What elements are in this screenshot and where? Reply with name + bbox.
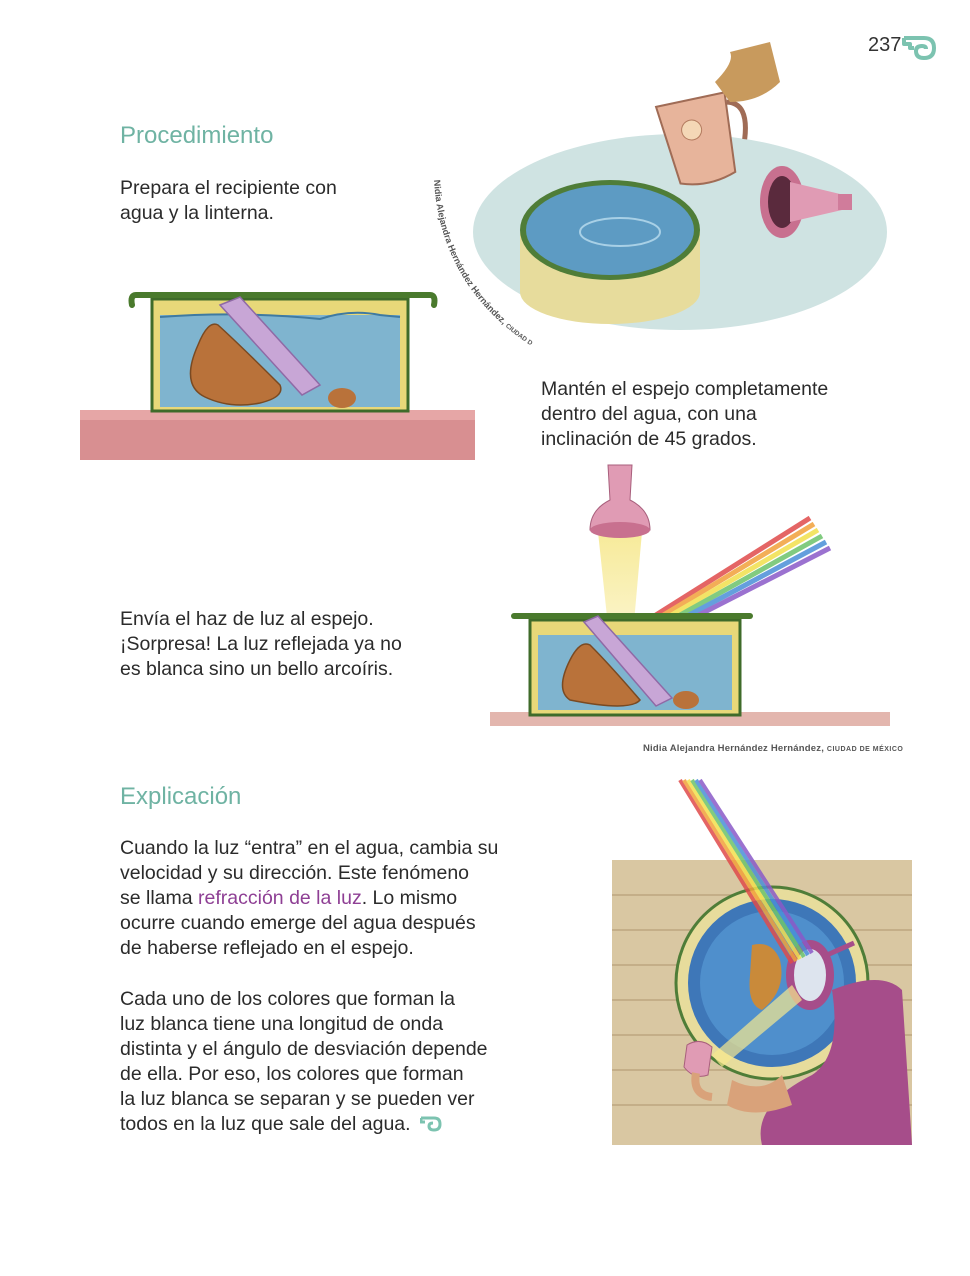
explanation-paragraph-2: Cada uno de los colores que forman la lu… [120, 988, 488, 1135]
page-corner-ornament-icon [902, 36, 936, 60]
basin-pitcher-illustration [473, 42, 887, 330]
illustration-credit: Nidia Alejandra Hernández Hernández, CIU… [643, 743, 904, 754]
procedure-heading: Procedimiento [120, 122, 274, 149]
refraction-term: refracción de la luz [198, 887, 362, 909]
rainbow-container-illustration [490, 464, 890, 726]
step3-text: Envía el haz de luz al espejo. ¡Sorpresa… [120, 608, 402, 680]
container-side-illustration [80, 292, 475, 460]
top-view-rainbow-illustration [612, 778, 912, 1145]
step1-text: Prepara el recipiente con agua y la lint… [120, 177, 337, 224]
explanation-heading: Explicación [120, 783, 242, 810]
step2-text: Mantén el espejo completamente dentro de… [541, 378, 829, 450]
page-number: 237 [868, 34, 902, 56]
end-mark-icon [419, 1116, 442, 1132]
explanation-paragraph-1: Cuando la luz “entra” en el agua, cambia… [120, 837, 499, 959]
